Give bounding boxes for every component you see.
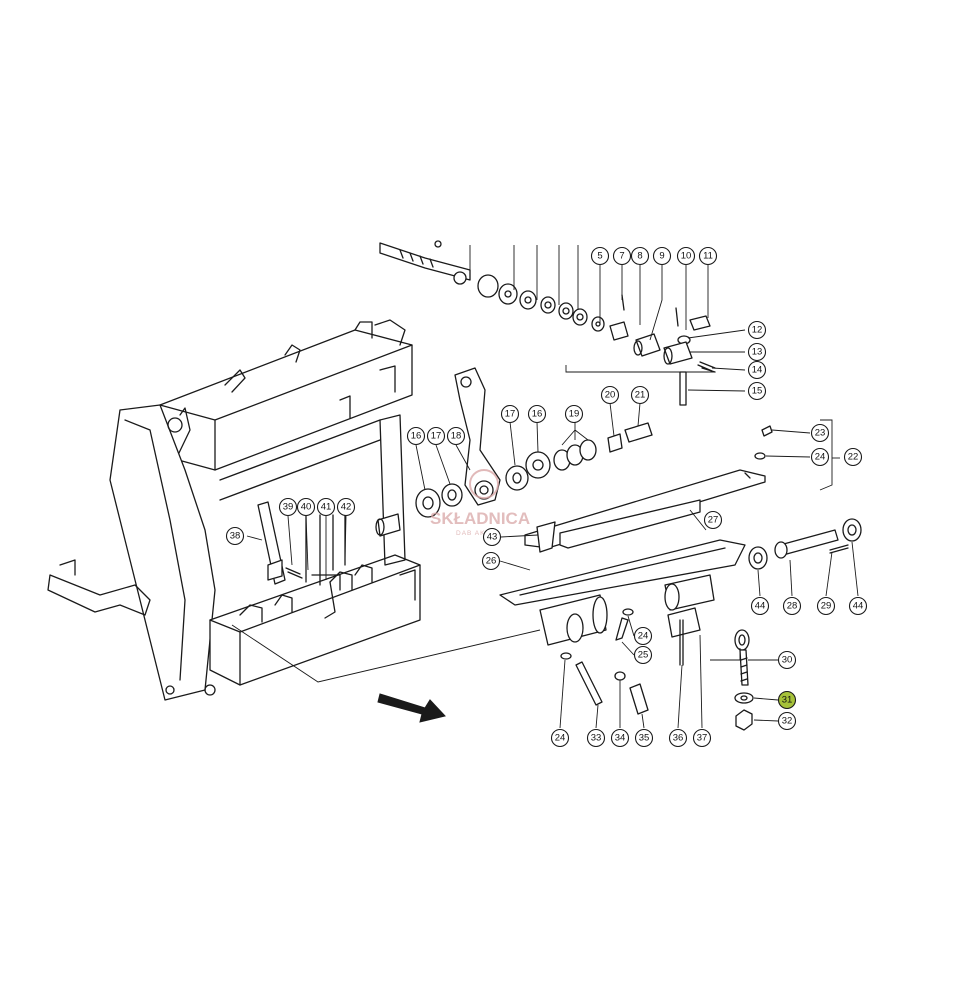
callout-26[interactable]: 26 [481, 551, 501, 571]
callout-15[interactable]: 15 [747, 381, 767, 401]
callout-38[interactable]: 38 [225, 526, 245, 546]
lower-assembly-drawing [499, 419, 862, 731]
svg-text:14: 14 [752, 365, 763, 376]
callout-21[interactable]: 21 [630, 385, 650, 405]
callout-11[interactable]: 11 [698, 246, 718, 266]
svg-text:17: 17 [431, 431, 442, 442]
svg-text:16: 16 [411, 431, 422, 442]
svg-text:13: 13 [752, 347, 763, 358]
callout-16-upper-right[interactable]: 16 [527, 404, 547, 424]
svg-text:22: 22 [848, 452, 859, 463]
linkage-parts-drawing [257, 501, 346, 591]
callout-41[interactable]: 41 [316, 497, 336, 517]
svg-text:35: 35 [639, 733, 650, 744]
svg-text:5: 5 [597, 251, 602, 262]
svg-text:28: 28 [787, 601, 798, 612]
callout-23[interactable]: 23 [810, 423, 830, 443]
callout-36[interactable]: 36 [668, 728, 688, 748]
callout-group: 5 7 8 9 10 11 12 13 14 15 16 17 18 17 16… [225, 246, 868, 748]
callout-27[interactable]: 27 [703, 510, 723, 530]
svg-text:36: 36 [673, 733, 684, 744]
svg-text:24: 24 [638, 631, 649, 642]
callout-17-upper-right[interactable]: 17 [500, 404, 520, 424]
callout-17-upper-left[interactable]: 17 [426, 426, 446, 446]
svg-text:44: 44 [853, 601, 864, 612]
svg-text:29: 29 [821, 601, 832, 612]
svg-text:16: 16 [532, 409, 543, 420]
svg-text:18: 18 [451, 431, 462, 442]
svg-text:33: 33 [591, 733, 602, 744]
svg-text:40: 40 [301, 502, 312, 513]
shaft-assembly-drawing [379, 240, 716, 406]
callout-7[interactable]: 7 [612, 246, 632, 266]
callout-43[interactable]: 43 [482, 527, 502, 547]
callout-35[interactable]: 35 [634, 728, 654, 748]
callout-20[interactable]: 20 [600, 385, 620, 405]
svg-text:17: 17 [505, 409, 516, 420]
callout-18[interactable]: 18 [446, 426, 466, 446]
callout-37[interactable]: 37 [692, 728, 712, 748]
svg-text:44: 44 [755, 601, 766, 612]
svg-text:12: 12 [752, 325, 763, 336]
watermark: SKŁADNICA DAB AKI [430, 469, 530, 537]
svg-text:23: 23 [815, 428, 826, 439]
callout-32[interactable]: 32 [777, 711, 797, 731]
svg-text:21: 21 [635, 390, 646, 401]
callout-10[interactable]: 10 [676, 246, 696, 266]
callout-24-upper[interactable]: 24 [810, 447, 830, 467]
callout-12[interactable]: 12 [747, 320, 767, 340]
callout-31-highlighted[interactable]: 31 [777, 690, 797, 710]
svg-text:10: 10 [681, 251, 692, 262]
callout-24-middle[interactable]: 24 [633, 626, 653, 646]
callout-24-lower[interactable]: 24 [550, 728, 570, 748]
callout-14[interactable]: 14 [747, 360, 767, 380]
callout-8[interactable]: 8 [630, 246, 650, 266]
callout-leaders [246, 264, 859, 729]
callout-42[interactable]: 42 [336, 497, 356, 517]
svg-text:39: 39 [283, 502, 294, 513]
svg-text:9: 9 [659, 251, 664, 262]
callout-30[interactable]: 30 [777, 650, 797, 670]
callout-44-right[interactable]: 44 [848, 596, 868, 616]
svg-text:34: 34 [615, 733, 626, 744]
callout-28[interactable]: 28 [782, 596, 802, 616]
svg-text:24: 24 [815, 452, 826, 463]
watermark-brand: SKŁADNICA [430, 509, 530, 528]
callout-33[interactable]: 33 [586, 728, 606, 748]
svg-text:26: 26 [486, 556, 497, 567]
watermark-subtitle: DAB AKI [456, 530, 488, 537]
callout-13[interactable]: 13 [747, 342, 767, 362]
svg-text:43: 43 [487, 532, 498, 543]
main-frame-drawing [47, 319, 541, 723]
svg-text:15: 15 [752, 386, 763, 397]
callout-29[interactable]: 29 [816, 596, 836, 616]
svg-text:30: 30 [782, 655, 793, 666]
svg-text:31: 31 [782, 695, 793, 706]
callout-22[interactable]: 22 [843, 447, 863, 467]
svg-text:32: 32 [782, 716, 793, 727]
callout-40[interactable]: 40 [296, 497, 316, 517]
svg-text:11: 11 [703, 251, 713, 262]
svg-text:41: 41 [321, 502, 332, 513]
svg-text:38: 38 [230, 531, 241, 542]
svg-text:42: 42 [341, 502, 352, 513]
svg-text:25: 25 [638, 650, 649, 661]
callout-44-left[interactable]: 44 [750, 596, 770, 616]
callout-16-upper-left[interactable]: 16 [406, 426, 426, 446]
svg-text:7: 7 [619, 251, 624, 262]
svg-text:27: 27 [708, 515, 719, 526]
svg-text:20: 20 [605, 390, 616, 401]
callout-19[interactable]: 19 [564, 404, 584, 424]
callout-34[interactable]: 34 [610, 728, 630, 748]
svg-text:37: 37 [697, 733, 708, 744]
svg-text:19: 19 [569, 409, 580, 420]
svg-text:8: 8 [637, 251, 642, 262]
callout-5[interactable]: 5 [590, 246, 610, 266]
callout-25[interactable]: 25 [633, 645, 653, 665]
callout-39[interactable]: 39 [278, 497, 298, 517]
callout-9[interactable]: 9 [652, 246, 672, 266]
svg-text:24: 24 [555, 733, 566, 744]
